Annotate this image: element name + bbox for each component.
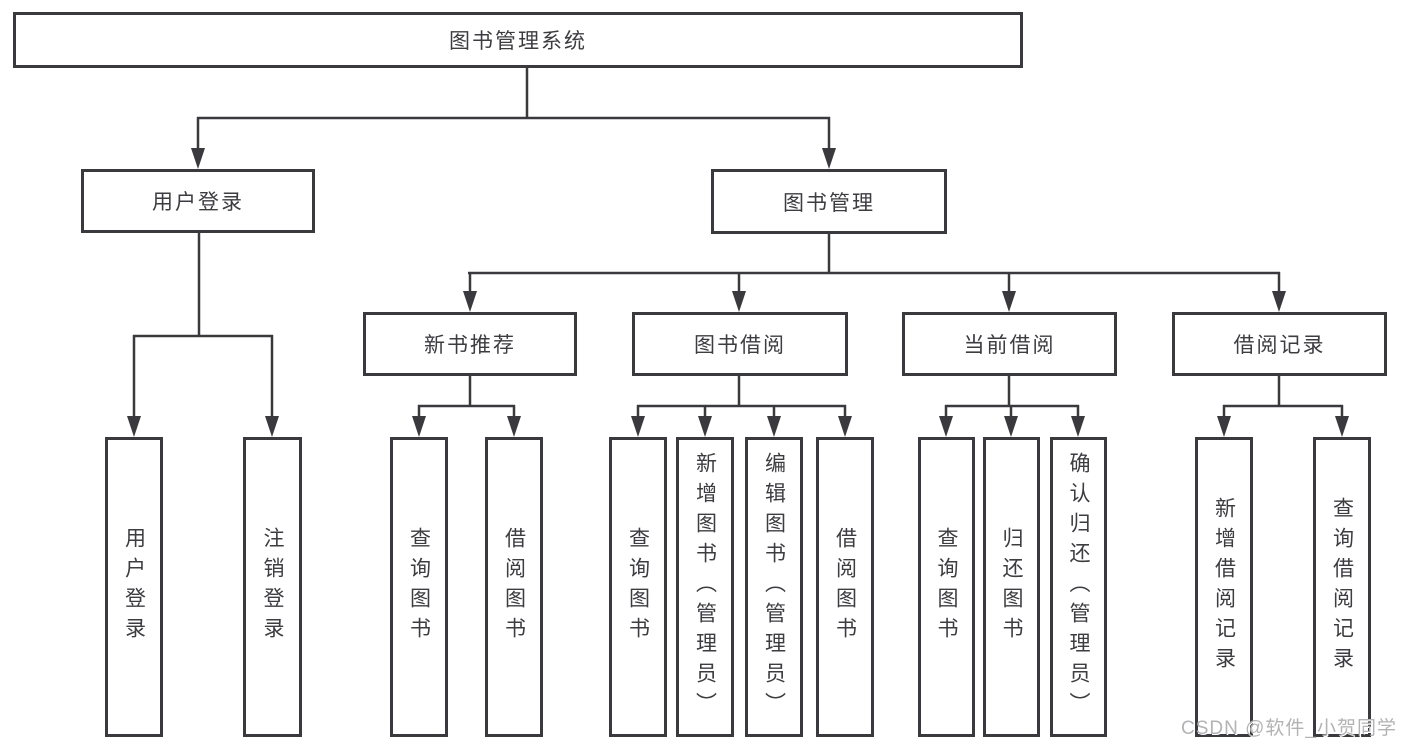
leaf-nbr-borrow-book: 借阅图书 — [485, 437, 543, 737]
leaf-bb-borrow-book: 借阅图书 — [816, 437, 874, 737]
csdn-watermark: CSDN @软件_小贺同学 — [1181, 718, 1397, 739]
leaf-nbr-query-book: 查询图书 — [390, 437, 448, 737]
node-current-borrowing: 当前借阅 — [902, 312, 1117, 376]
leaf-bb-add-book-admin: 新增图书（管理员） — [676, 437, 734, 737]
node-new-book-recommendation: 新书推荐 — [363, 312, 577, 376]
node-user-login: 用户登录 — [81, 169, 315, 233]
node-book-borrowing: 图书借阅 — [632, 312, 848, 376]
leaf-cb-query-book: 查询图书 — [918, 437, 975, 737]
leaf-br-query-record: 查询借阅记录 — [1313, 437, 1371, 737]
node-book-management: 图书管理 — [711, 169, 947, 234]
leaf-logout: 注销登录 — [243, 437, 302, 737]
leaf-bb-edit-book-admin: 编辑图书（管理员） — [745, 437, 803, 737]
leaf-cb-return-book: 归还图书 — [983, 437, 1040, 737]
leaf-cb-confirm-return-admin: 确认归还（管理员） — [1050, 437, 1107, 737]
leaf-user-login: 用户登录 — [105, 437, 163, 737]
leaf-bb-query-book: 查询图书 — [609, 437, 667, 737]
leaf-br-add-record: 新增借阅记录 — [1195, 437, 1253, 737]
node-borrowing-records: 借阅记录 — [1172, 312, 1387, 376]
node-root: 图书管理系统 — [13, 12, 1023, 68]
